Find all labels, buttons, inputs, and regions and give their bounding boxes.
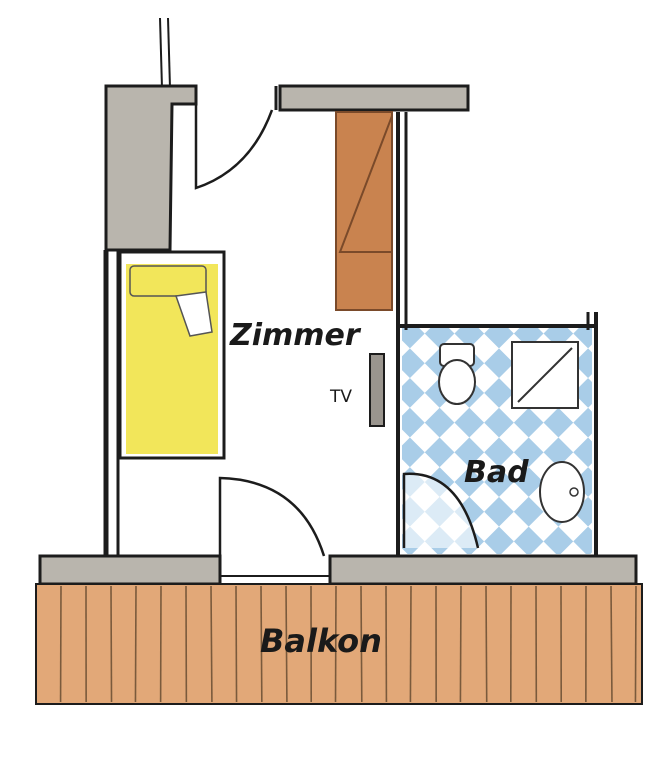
balcony-board-line xyxy=(410,586,411,702)
cable-line-1 xyxy=(160,18,162,88)
balcony-board-line xyxy=(236,586,237,702)
balcony-board-line xyxy=(635,586,636,702)
balcony-board-line xyxy=(111,586,112,702)
bed-pillow xyxy=(130,266,206,296)
top-wall xyxy=(280,86,468,110)
tv-label: TV xyxy=(329,387,352,407)
balkon-label: Balkon xyxy=(260,622,382,660)
balcony-board-line xyxy=(211,586,212,702)
balcony-board-line xyxy=(486,586,487,702)
tv-unit xyxy=(370,354,384,426)
cable-line-2 xyxy=(168,18,170,88)
bad-label: Bad xyxy=(464,455,529,490)
washbasin-drain xyxy=(570,488,578,496)
balcony-board-line xyxy=(611,586,612,702)
balcony-board-line xyxy=(460,586,461,702)
zimmer-label: Zimmer xyxy=(229,318,362,353)
balcony-board-line xyxy=(135,586,136,702)
wardrobe xyxy=(336,112,392,310)
outer-wall-left xyxy=(40,556,220,584)
toilet-bowl xyxy=(439,360,475,404)
outer-wall-right xyxy=(330,556,636,584)
